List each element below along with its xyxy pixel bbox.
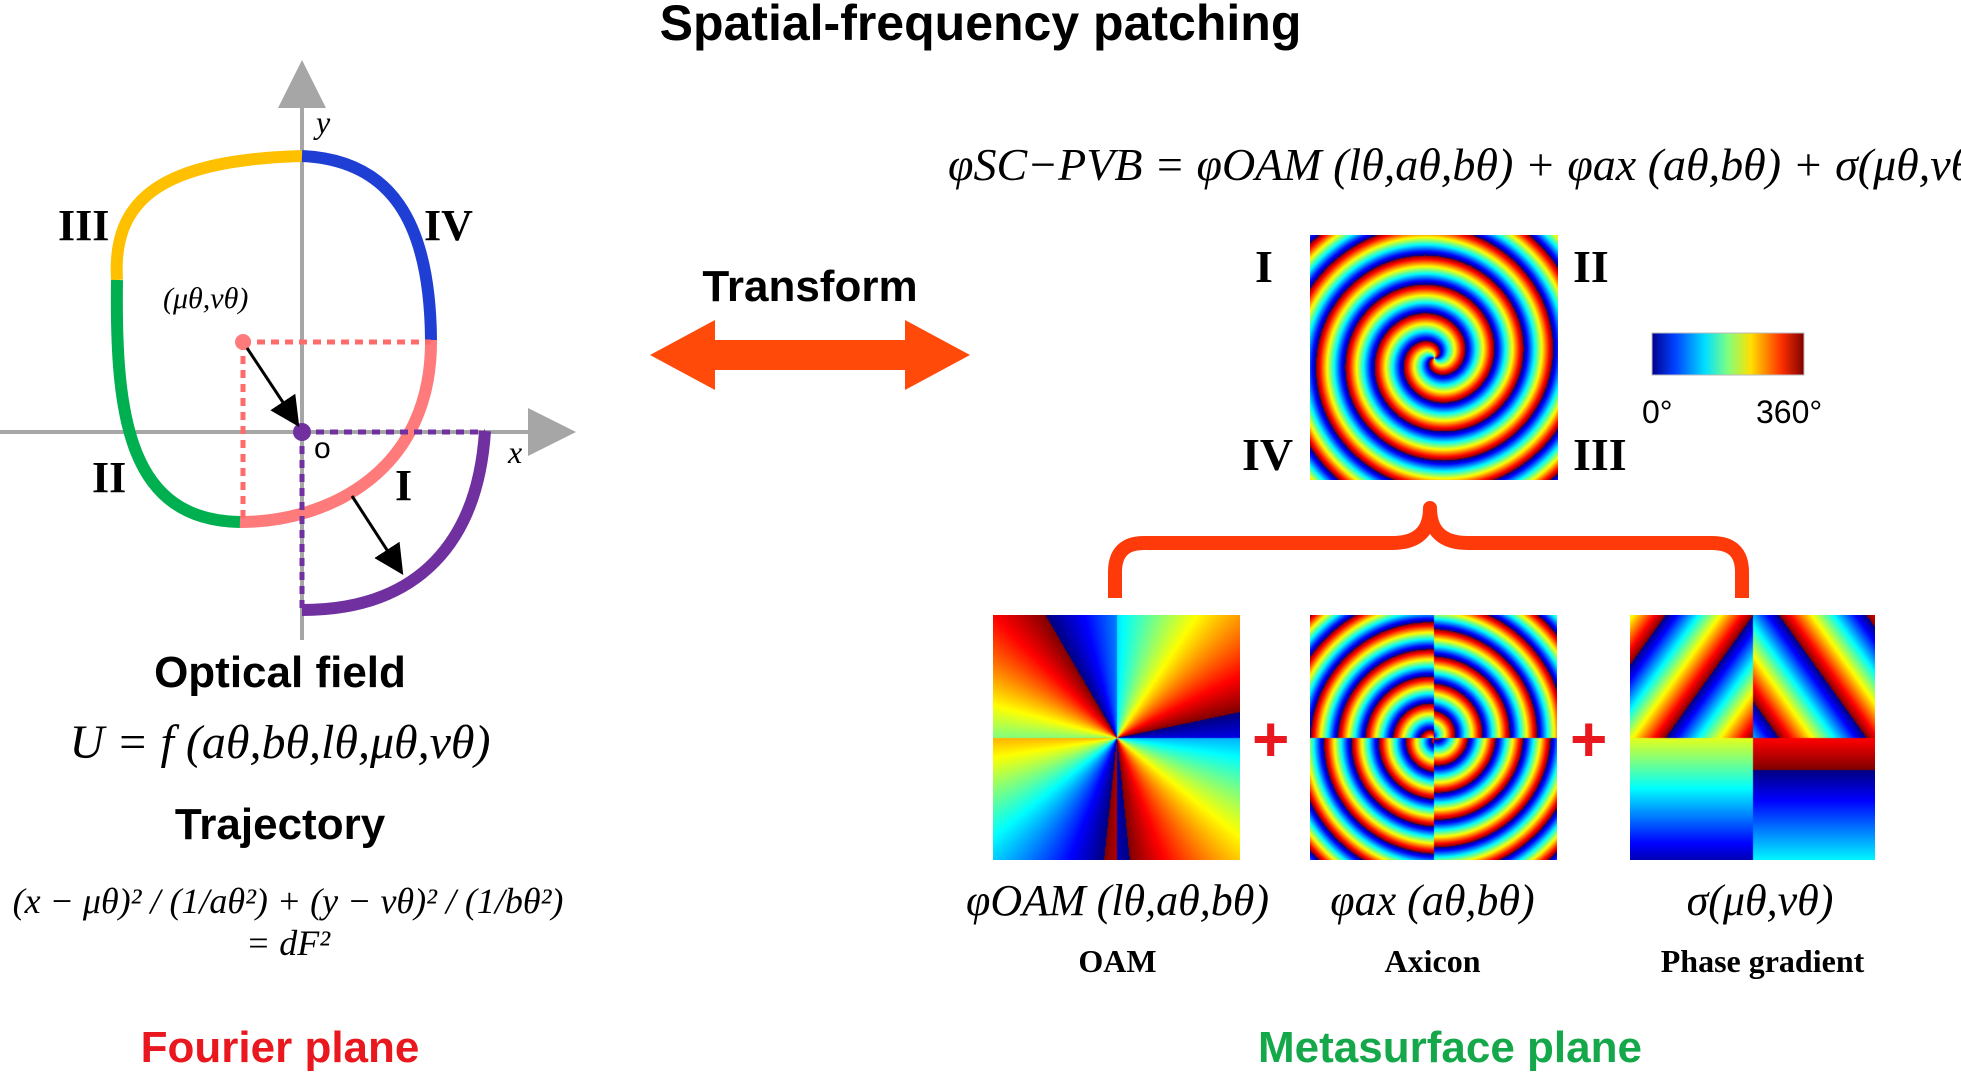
quadrant-iii-label: III [58,201,110,250]
trajectory-heading: Trajectory [174,800,386,849]
trajectory-quadrant-i [301,430,491,616]
phase-gradient-map [1630,615,1875,860]
quadrant-ii-label: II [92,453,127,502]
quadrant-i-label: I [395,461,413,510]
transform-label: Transform [702,262,918,311]
phase-gradient-formula: σ(μθ,νθ) [1686,876,1834,925]
oam-name: OAM [1078,943,1157,979]
phase-colorbar [1651,332,1805,376]
optical-field-equation: U = f (aθ,bθ,lθ,μθ,νθ) [69,716,491,769]
origin-point [293,423,311,441]
center-point [235,334,251,350]
map-quadrant-ii-label: II [1573,241,1609,292]
shift-arrow [245,347,300,428]
shift-arrow [350,495,404,576]
map-quadrant-iv-label: IV [1242,429,1294,480]
axicon-formula: φax (aθ,bθ) [1330,876,1535,925]
x-axis-label: x [508,434,523,470]
oam-phase-map [993,615,1240,860]
spc-pvb-equation: φSC−PVB = φOAM (lθ,aθ,bθ) + φax (aθ,bθ) … [948,139,1961,190]
phase-gradient-name: Phase gradient [1660,943,1865,979]
map-quadrant-iii-label: III [1573,429,1627,480]
axicon-name: Axicon [1384,943,1481,979]
fourier-plane-label: Fourier plane [140,1023,420,1072]
trajectory-quadrant-iii [110,150,303,281]
origin-label: o [314,432,331,465]
colorbar-min-label: 0° [1642,394,1673,430]
plus-sign: + [1252,703,1290,775]
y-axis-label: y [316,104,331,140]
optical-field-heading: Optical field [154,648,406,697]
trajectory-quadrant-iv [301,150,437,341]
trajectory-quadrant-ii [110,279,241,528]
trajectory-equation: (x − μθ)² / (1/aθ²) + (y − νθ)² / (1/bθ²… [12,881,564,963]
axicon-phase-map [1310,615,1557,860]
spc-pvb-phase-map [1310,235,1558,480]
center-coordinate-label: (μθ,νθ) [163,282,249,315]
metasurface-plane-label: Metasurface plane [1258,1023,1642,1072]
map-quadrant-i-label: I [1255,241,1273,292]
oam-formula: φOAM (lθ,aθ,bθ) [965,876,1269,925]
plus-sign: + [1570,703,1608,775]
transform-double-arrow [650,320,970,390]
quadrant-iv-label: IV [424,201,473,250]
components-brace [1108,501,1749,598]
trajectory-center-arc [239,339,438,528]
colorbar-max-label: 360° [1756,394,1823,430]
page-title: Spatial-frequency patching [659,0,1302,51]
